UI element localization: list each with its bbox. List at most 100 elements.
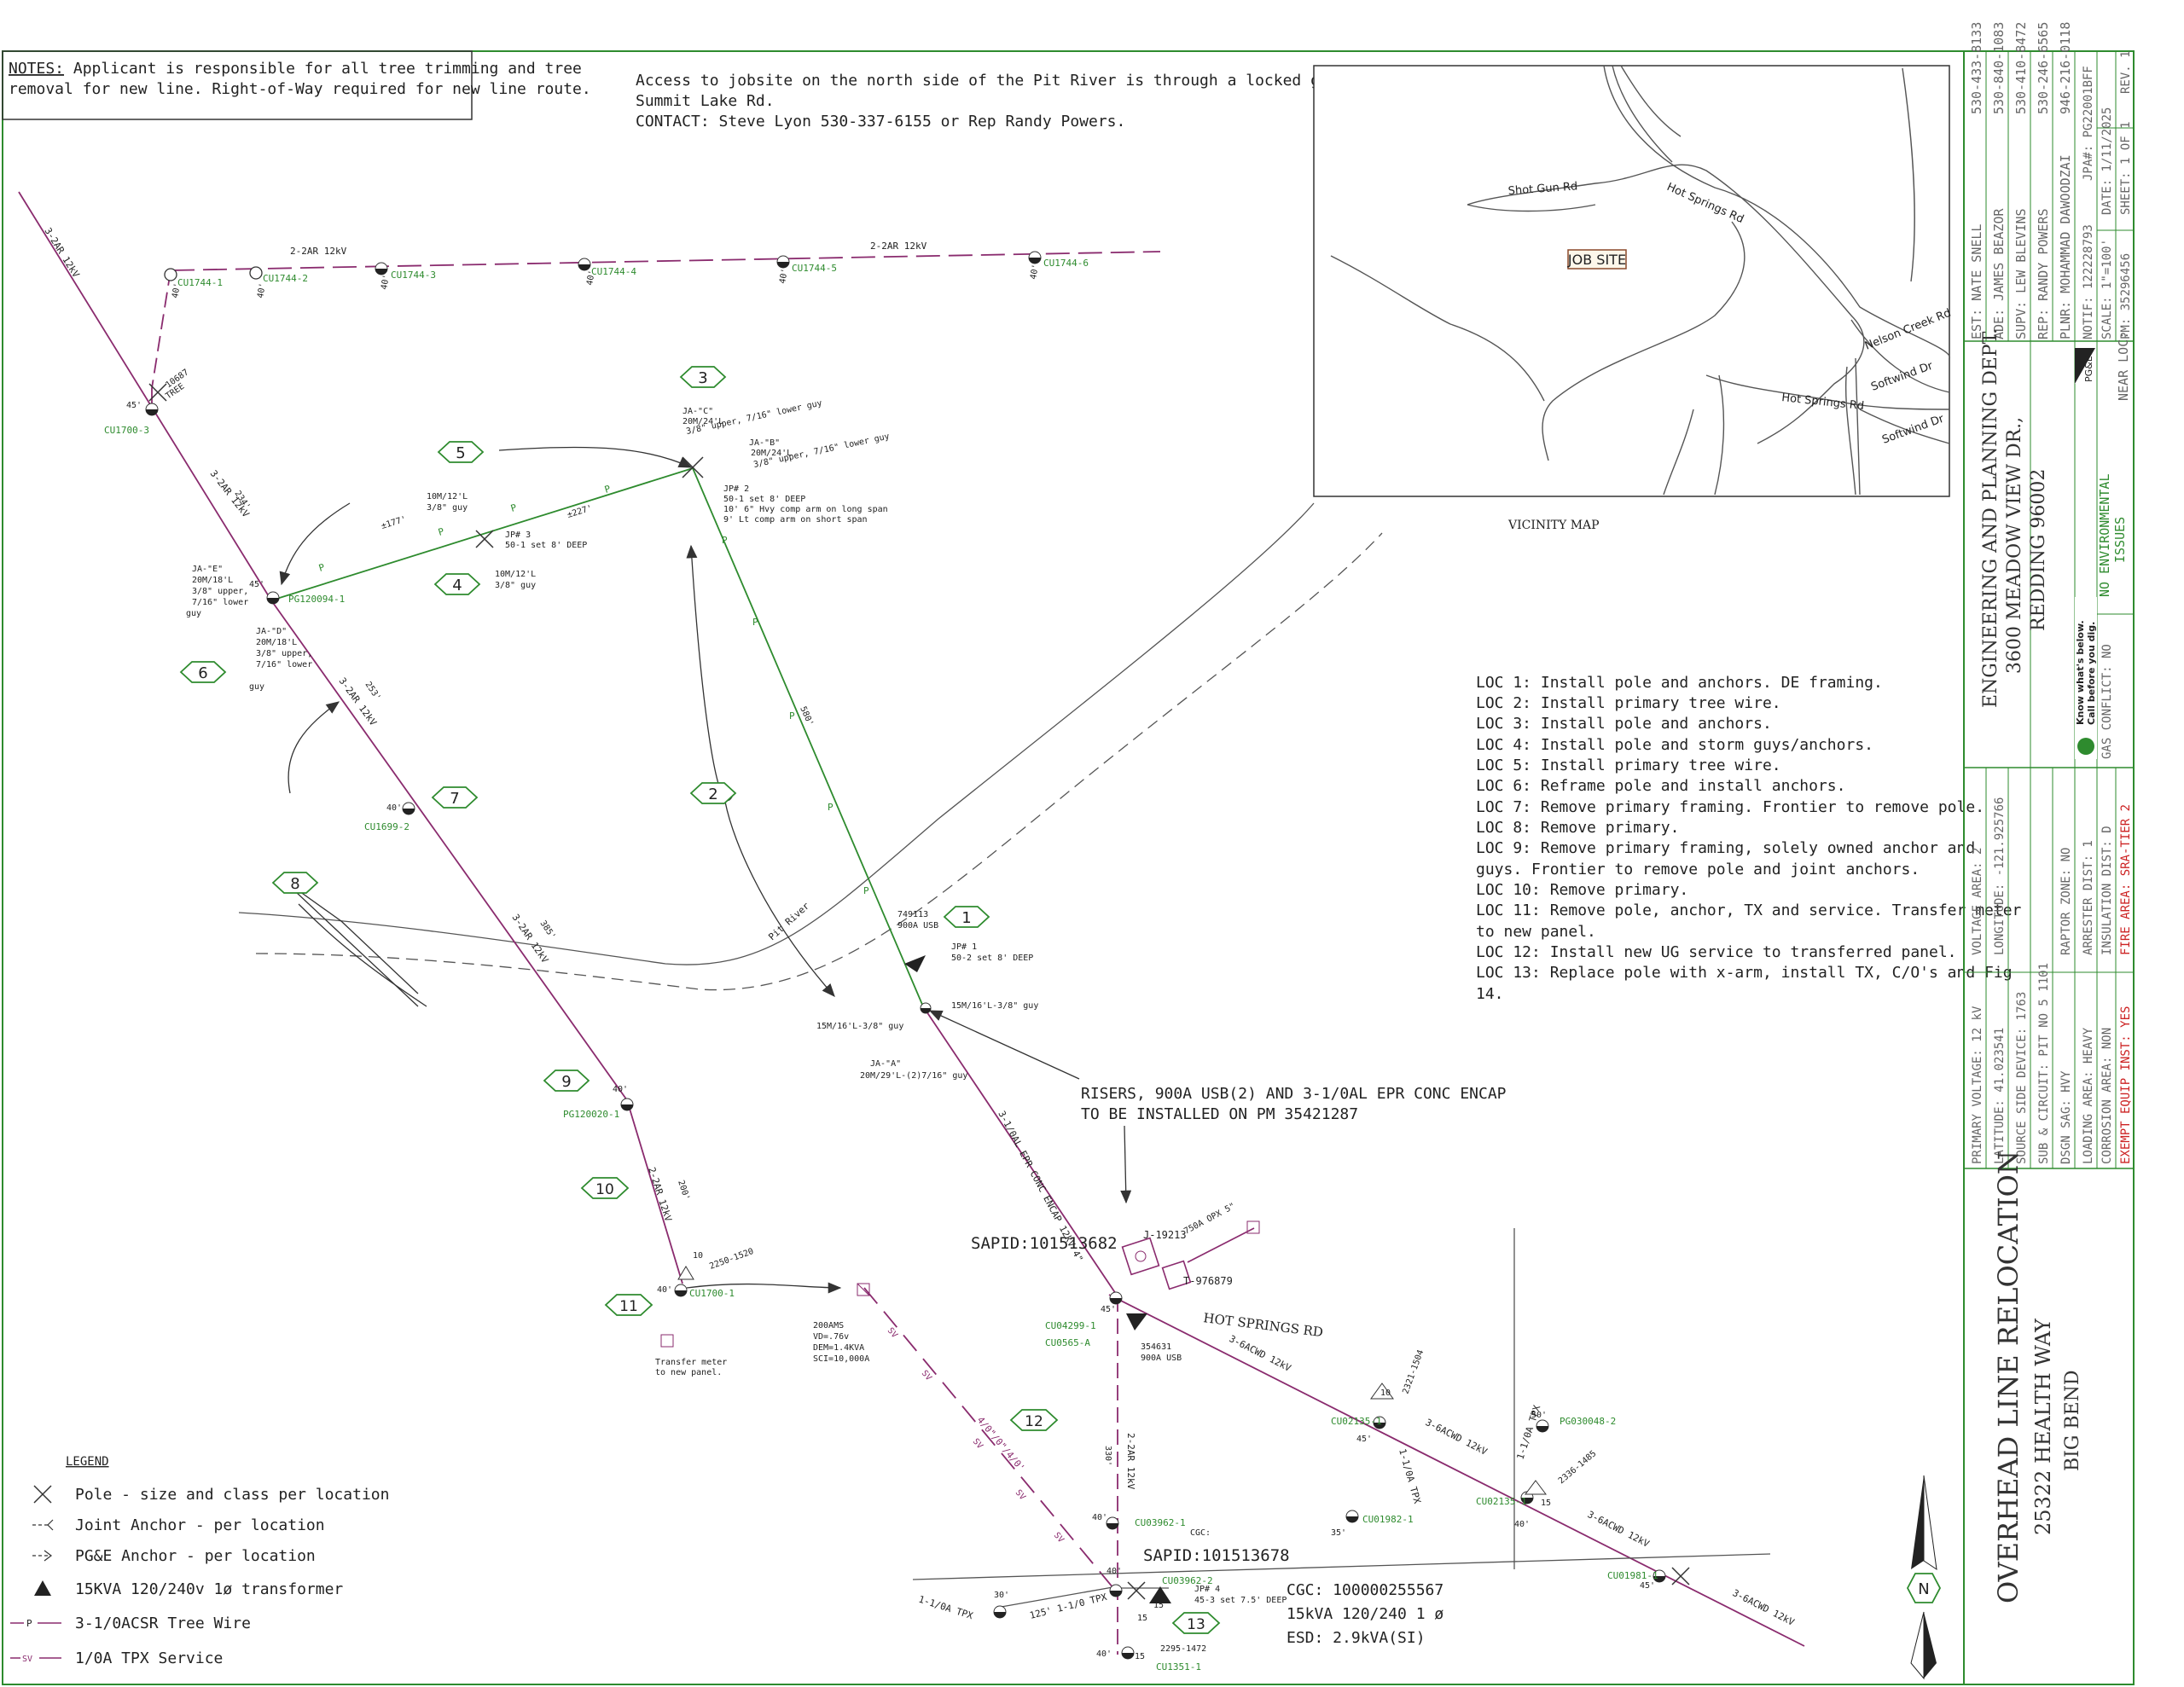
notes-box: NOTES: Applicant is responsible for all … xyxy=(2,50,591,120)
risers-note-line1: RISERS, 900A USB(2) AND 3-1/0AL EPR CONC… xyxy=(1081,1085,1507,1103)
legend-tree-wire: 3-1/0ACSR Tree Wire xyxy=(75,1615,251,1632)
svg-text:CU01982-1: CU01982-1 xyxy=(1362,1514,1414,1525)
job-site-box xyxy=(1567,249,1627,270)
drawing-address: 25322 HEALTH WAY xyxy=(2031,1318,2055,1535)
svg-text:JA-"D": JA-"D" xyxy=(256,627,287,636)
svg-text:10M/12'L: 10M/12'L xyxy=(427,492,468,501)
svg-text:CU1700-1: CU1700-1 xyxy=(689,1288,735,1299)
svg-text:NO ENVIRONMENTAL: NO ENVIRONMENTAL xyxy=(2097,474,2112,598)
svg-text:FIRE AREA: SRA-TIER 2: FIRE AREA: SRA-TIER 2 xyxy=(2119,804,2133,955)
svg-text:JP# 4: JP# 4 xyxy=(1194,1585,1220,1594)
svg-text:JA-"C": JA-"C" xyxy=(682,407,713,416)
kva-rating: 15kVA 120/240 1 ø xyxy=(1287,1605,1443,1623)
svg-text:P: P xyxy=(317,561,326,573)
loc-note-12: LOC 12: Install new UG service to transf… xyxy=(1476,943,1957,961)
job-site-label: JOB SITE xyxy=(1567,252,1626,268)
call-before-you-dig-logo: Know what's below. Call before you dig. xyxy=(2075,597,2097,759)
loc-hex-8: 8 xyxy=(271,872,319,894)
svg-text:900A USB: 900A USB xyxy=(1141,1354,1182,1363)
pole-cu1744-6 xyxy=(1028,251,1042,264)
svg-text:CU01981-1: CU01981-1 xyxy=(1607,1570,1658,1581)
pole-x-1 xyxy=(148,383,167,402)
svg-text:CU1351-1: CU1351-1 xyxy=(1156,1661,1201,1673)
svg-text:P: P xyxy=(863,885,869,896)
north-arrow: N xyxy=(1906,1475,1942,1680)
environment-block: NO ENVIRONMENTAL ISSUES NEAR LOC: xyxy=(2097,332,2131,597)
svg-text:2: 2 xyxy=(708,786,717,803)
legend-pge-anchor: PG&E Anchor - per location xyxy=(75,1547,316,1565)
esd-value: ESD: 2.9kVA(SI) xyxy=(1287,1629,1426,1647)
drawing-title: OVERHEAD LINE RELOCATION xyxy=(1992,1151,2024,1603)
svg-text:15: 15 xyxy=(1135,1652,1145,1661)
road-shot-gun: Shot Gun Rd xyxy=(1507,180,1578,198)
pole-cu1700-3 xyxy=(145,403,159,416)
svg-text:10: 10 xyxy=(1380,1388,1391,1398)
pge-logo: PG&E xyxy=(2075,348,2095,384)
notes-line1: Applicant is responsible for all tree tr… xyxy=(64,60,582,78)
svg-text:1-1/0A TPX: 1-1/0A TPX xyxy=(917,1593,974,1621)
svg-text:3/8" upper,: 3/8" upper, xyxy=(192,587,248,596)
svg-text:40': 40' xyxy=(1029,264,1041,281)
svg-text:40': 40' xyxy=(256,282,268,299)
svg-text:CU1744-4: CU1744-4 xyxy=(591,266,636,277)
loc-note-5: LOC 5: Install primary tree wire. xyxy=(1476,757,1781,774)
info-column: NOTIF: 122228793 JPA#: PG22001BFF SCALE:… xyxy=(2082,50,2133,339)
transformers xyxy=(677,1266,1547,1603)
svg-text:1: 1 xyxy=(961,909,971,927)
svg-text:PRIMARY VOLTAGE: 12 kV: PRIMARY VOLTAGE: 12 kV xyxy=(1971,1006,1984,1164)
svg-text:3-2AR 12kV: 3-2AR 12kV xyxy=(208,468,252,519)
svg-text:PLNR: MOHAMMAD DAWOODZAI: PLNR: MOHAMMAD DAWOODZAI xyxy=(2058,154,2073,339)
svg-text:45': 45' xyxy=(1356,1435,1372,1444)
svg-text:200': 200' xyxy=(676,1180,691,1202)
svg-text:LATITUDE: 41.023541: LATITUDE: 41.023541 xyxy=(1993,1028,2007,1164)
svg-text:10' 6" Hvy comp arm on long sp: 10' 6" Hvy comp arm on long span xyxy=(723,505,888,514)
sv-mark-3: SV xyxy=(971,1437,985,1451)
legend-joint-anchor: Joint Anchor - per location xyxy=(75,1516,325,1534)
legend-pole: Pole - size and class per location xyxy=(75,1486,389,1504)
svg-text:2-2AR 12kV: 2-2AR 12kV xyxy=(1125,1433,1136,1490)
department-block: ENGINEERING AND PLANNING DEPT. 3600 MEAD… xyxy=(1980,328,2049,708)
loc-hex-6: 6 xyxy=(179,661,227,683)
svg-text:Transfer meter: Transfer meter xyxy=(655,1358,727,1367)
loc-note-11a: LOC 11: Remove pole, anchor, TX and serv… xyxy=(1476,901,2022,919)
svg-text:20M/24'L: 20M/24'L xyxy=(751,449,792,458)
svg-text:6: 6 xyxy=(198,664,207,682)
svg-text:45': 45' xyxy=(1101,1305,1116,1314)
svg-text:40': 40' xyxy=(1107,1567,1122,1576)
svg-text:946-216-0118: 946-216-0118 xyxy=(2058,22,2073,114)
cgc-number: CGC: 100000255567 xyxy=(1287,1581,1443,1599)
svg-text:VOLTAGE AREA: 2: VOLTAGE AREA: 2 xyxy=(1971,848,1984,955)
svg-text:530-410-8472: 530-410-8472 xyxy=(2013,22,2029,114)
svg-text:DSGN SAG: HVY: DSGN SAG: HVY xyxy=(2059,1070,2073,1164)
svg-text:JP# 3: JP# 3 xyxy=(505,530,531,540)
loc-hex-2: 2 xyxy=(689,782,737,804)
map-roads xyxy=(1330,65,1950,496)
svg-text:PG&E: PG&E xyxy=(2083,356,2094,382)
svg-text:NOTIF: 122228793: NOTIF: 122228793 xyxy=(2082,224,2095,339)
loc-note-8: LOC 8: Remove primary. xyxy=(1476,819,1679,837)
svg-text:10: 10 xyxy=(595,1181,614,1198)
legend-transformer-symbol xyxy=(34,1580,51,1596)
svg-text:JP# 2: JP# 2 xyxy=(723,484,749,494)
svg-text:P: P xyxy=(722,535,728,546)
pole-new-jp3 xyxy=(475,530,494,548)
svg-text:7: 7 xyxy=(450,790,459,808)
svg-text:20M/18'L: 20M/18'L xyxy=(256,638,297,647)
pole-cu01981-1 xyxy=(1653,1569,1666,1583)
legend: LEGEND Pole - size and class per locatio… xyxy=(10,1455,389,1667)
svg-text:530-246-6565: 530-246-6565 xyxy=(2036,22,2051,114)
svg-text:CU02135-1: CU02135-1 xyxy=(1331,1416,1382,1427)
svg-text:DATE: 1/11/2025: DATE: 1/11/2025 xyxy=(2100,107,2114,215)
svg-text:2321-1504: 2321-1504 xyxy=(1401,1348,1426,1395)
svg-text:REDDING 96002: REDDING 96002 xyxy=(2028,469,2049,631)
svg-text:P: P xyxy=(509,501,518,513)
parameters-block: PRIMARY VOLTAGE: 12 kV VOLTAGE AREA: 2 L… xyxy=(1971,797,2133,1164)
loc-notes-list: LOC 1: Install pole and anchors. DE fram… xyxy=(1476,674,2022,1003)
svg-text:45': 45' xyxy=(126,401,142,410)
pole-new-jp4 xyxy=(1127,1581,1146,1600)
svg-text:RAPTOR ZONE: NO: RAPTOR ZONE: NO xyxy=(2059,848,2073,955)
pole-cu1351-1 xyxy=(1121,1646,1135,1660)
svg-text:PG120020-1: PG120020-1 xyxy=(563,1109,619,1120)
loc-hex-4: 4 xyxy=(433,573,481,595)
svg-text:12: 12 xyxy=(1025,1413,1043,1430)
